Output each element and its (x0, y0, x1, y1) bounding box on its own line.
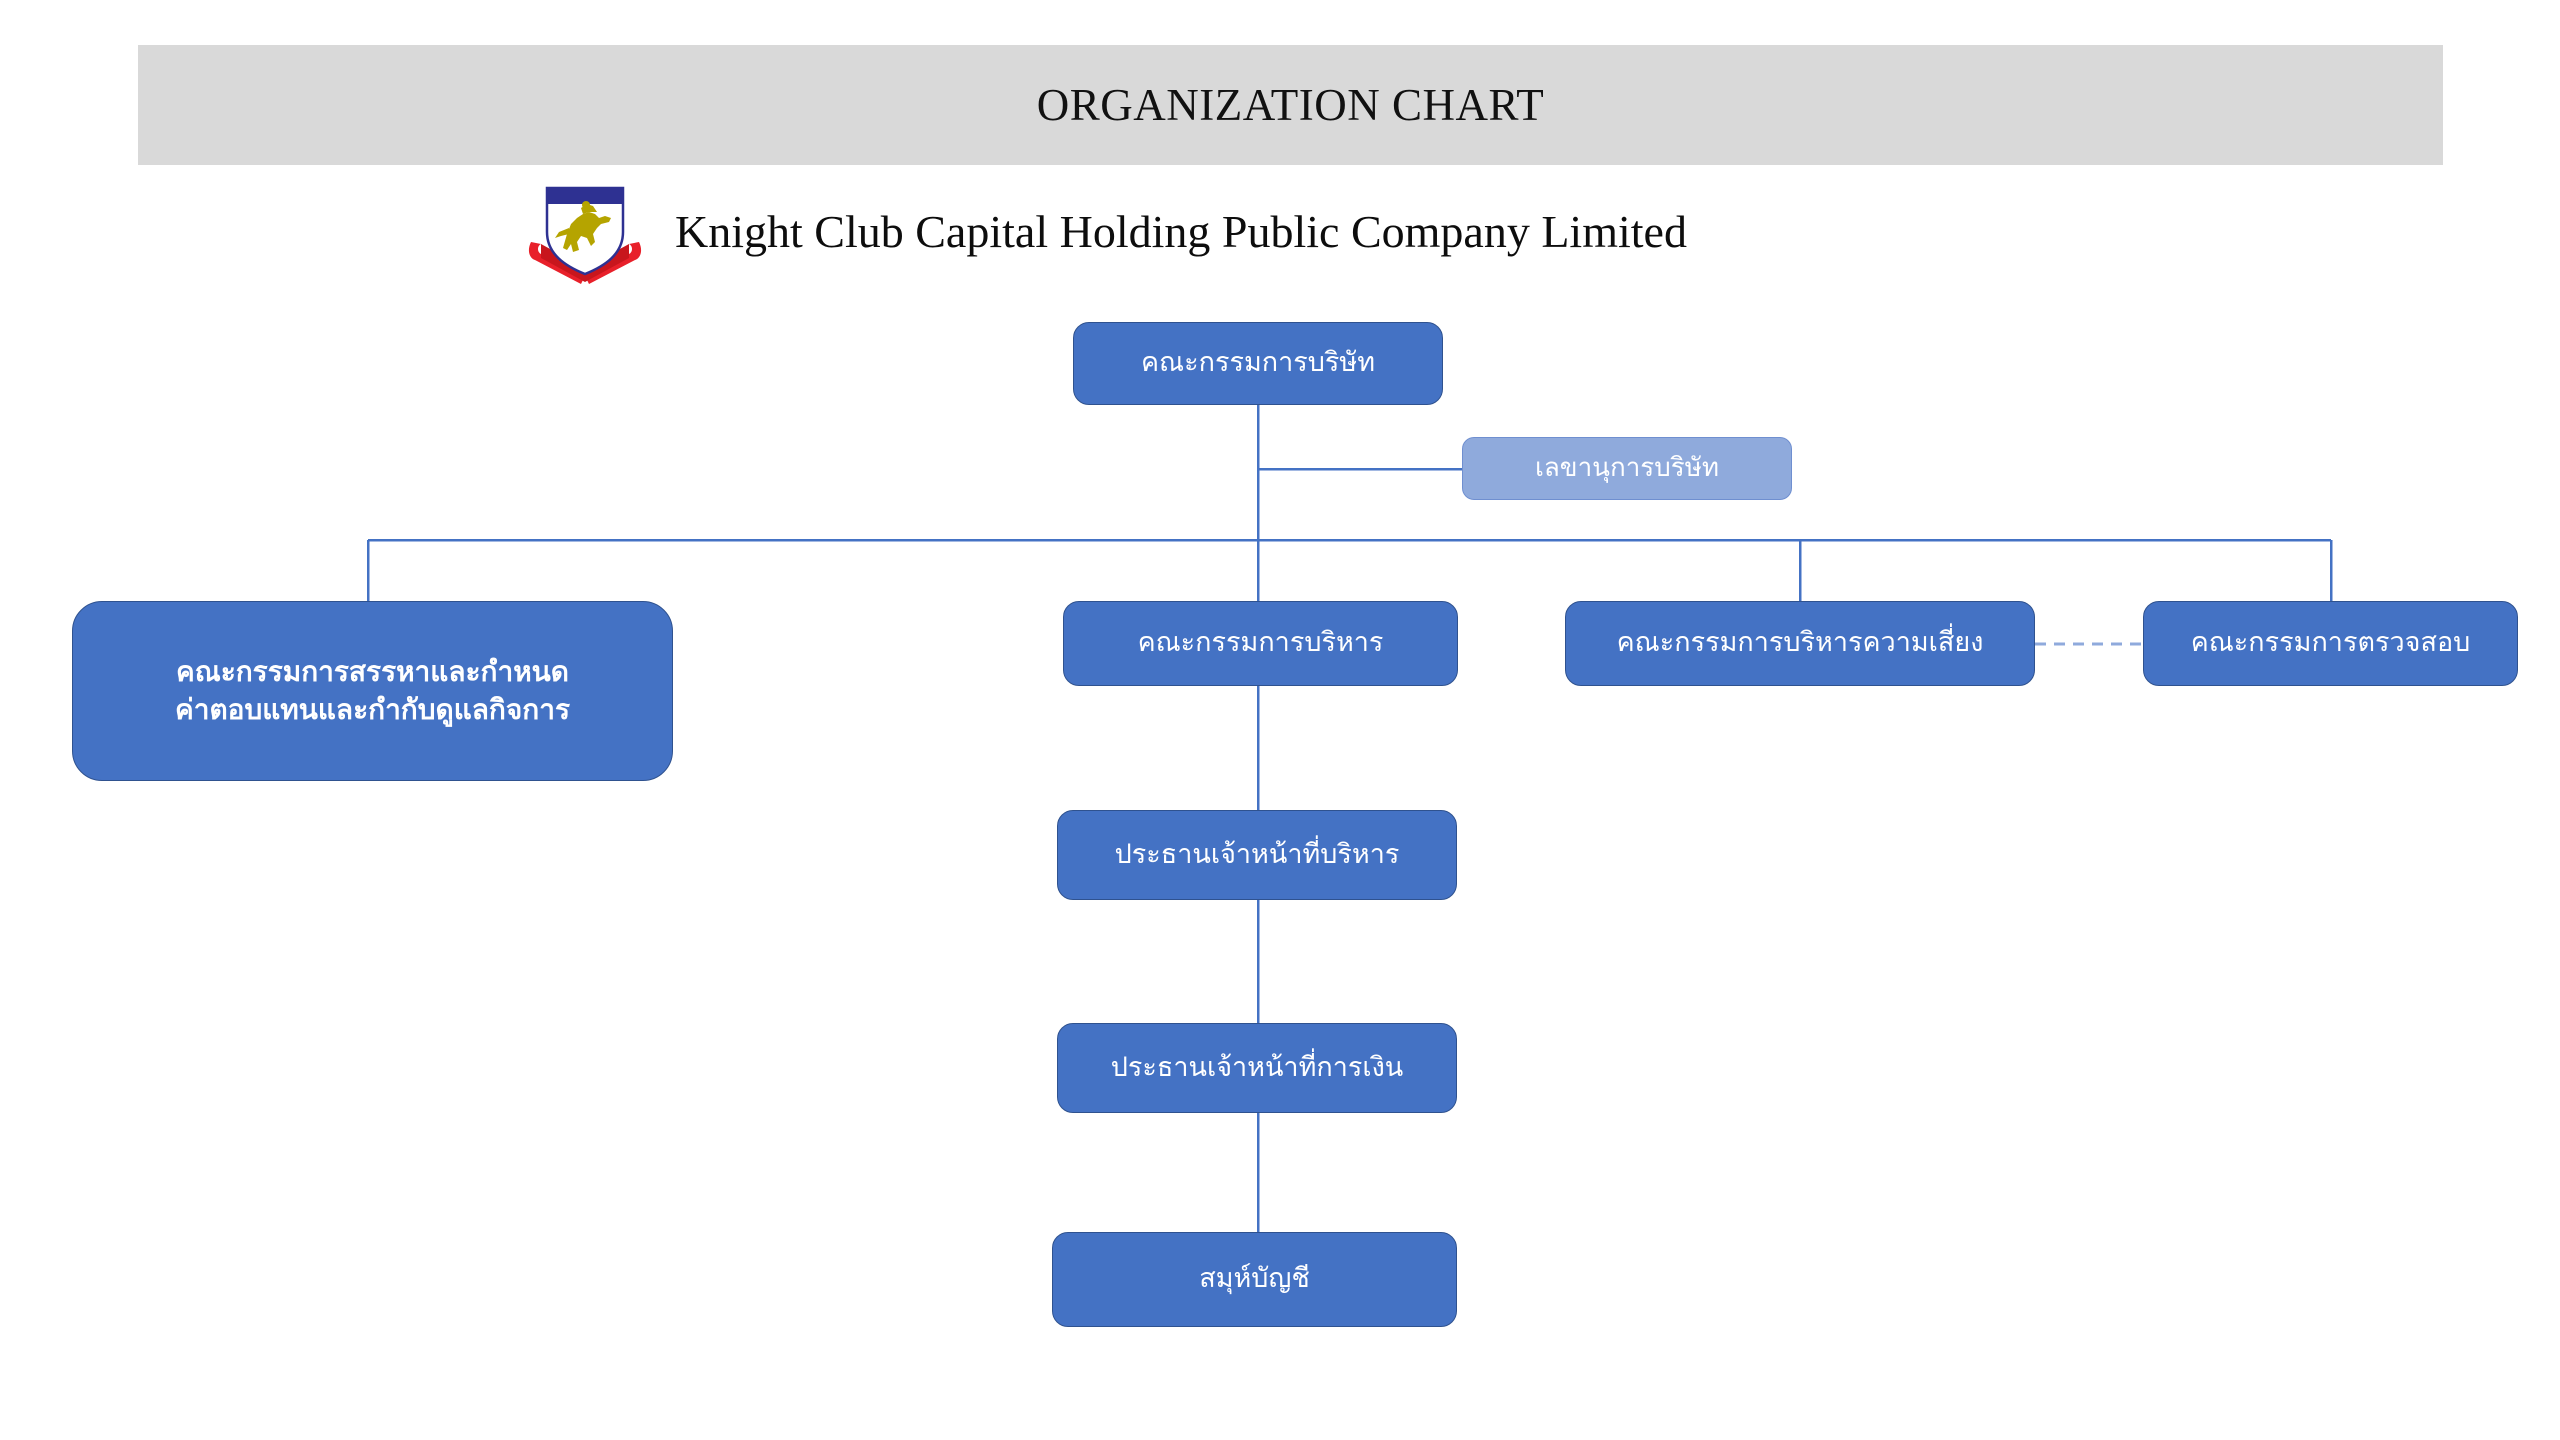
node-chief-accountant[interactable]: สมุห์บัญชี (1052, 1232, 1457, 1327)
node-nomination-remuneration-governance-committee[interactable]: คณะกรรมการสรรหาและกำหนด ค่าตอบแทนและกำกั… (72, 601, 673, 781)
node-board-of-directors[interactable]: คณะกรรมการบริษัท (1073, 322, 1443, 405)
node-label-group: คณะกรรมการสรรหาและกำหนด ค่าตอบแทนและกำกั… (175, 653, 570, 729)
knight-shield-logo-icon (525, 172, 645, 290)
node-audit-committee[interactable]: คณะกรรมการตรวจสอบ (2143, 601, 2518, 686)
node-chief-financial-officer[interactable]: ประธานเจ้าหน้าที่การเงิน (1057, 1023, 1457, 1113)
company-name: Knight Club Capital Holding Public Compa… (675, 205, 1687, 257)
node-label: ประธานเจ้าหน้าที่บริหาร (1114, 838, 1400, 870)
node-label: ประธานเจ้าหน้าที่การเงิน (1110, 1051, 1404, 1083)
node-company-secretary[interactable]: เลขานุการบริษัท (1462, 437, 1792, 500)
node-label: เลขานุการบริษัท (1534, 452, 1720, 483)
node-label: คณะกรรมการบริหาร (1137, 627, 1384, 659)
header-band (138, 45, 2443, 165)
node-label: คณะกรรมการตรวจสอบ (2190, 627, 2471, 659)
node-label: สมุห์บัญชี (1199, 1263, 1310, 1295)
node-label: คณะกรรมการบริษัท (1140, 347, 1375, 379)
node-label-line-1: คณะกรรมการสรรหาและกำหนด (175, 655, 569, 689)
node-risk-management-committee[interactable]: คณะกรรมการบริหารความเสี่ยง (1565, 601, 2035, 686)
node-label-line-2: ค่าตอบแทนและกำกับดูแลกิจการ (175, 693, 570, 726)
page-title: ORGANIZATION CHART (1036, 80, 1545, 130)
node-label: คณะกรรมการบริหารความเสี่ยง (1616, 627, 1984, 659)
node-chief-executive-officer[interactable]: ประธานเจ้าหน้าที่บริหาร (1057, 810, 1457, 900)
node-executive-committee[interactable]: คณะกรรมการบริหาร (1063, 601, 1458, 686)
company-identity: Knight Club Capital Holding Public Compa… (525, 172, 1687, 290)
